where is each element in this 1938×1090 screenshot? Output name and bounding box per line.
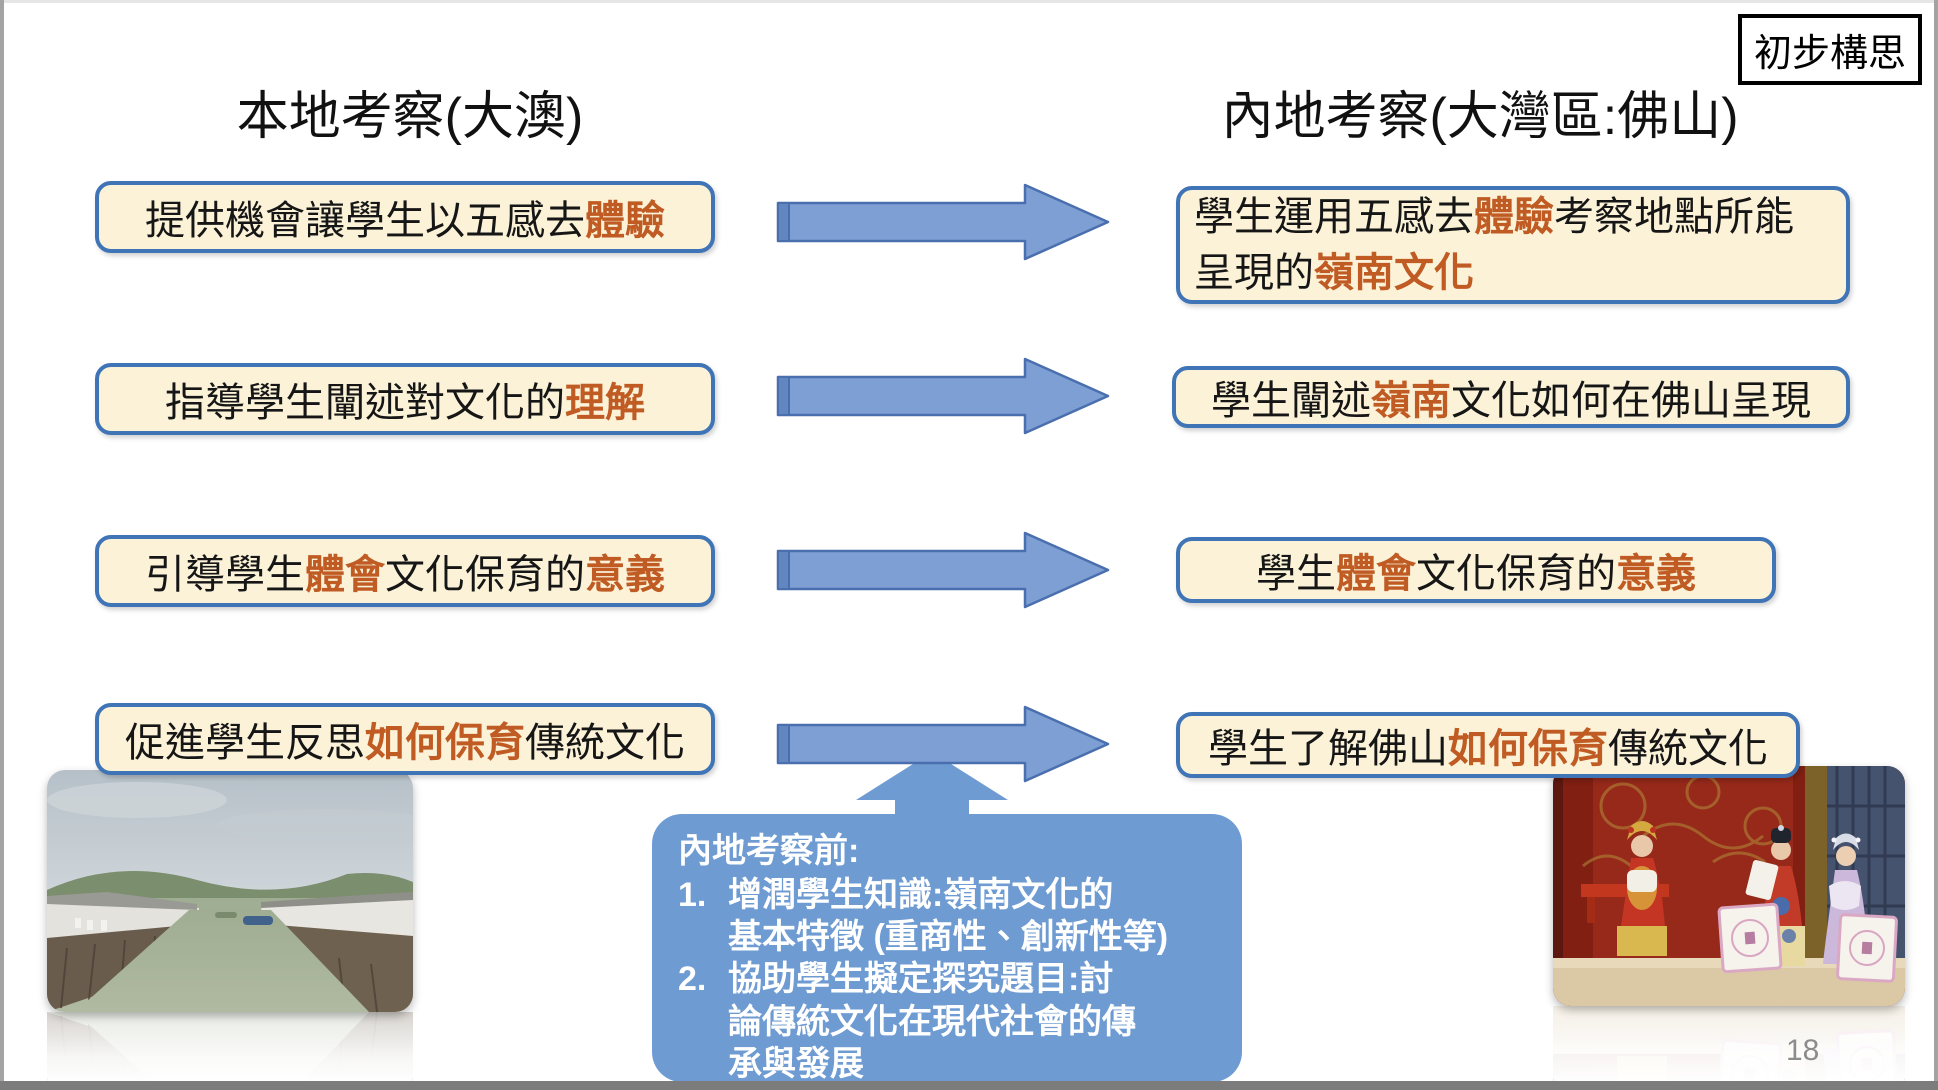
text-segment: 學生闡述 xyxy=(1211,378,1371,423)
text-segment: 呈現的 xyxy=(1194,250,1314,295)
callout-item: 2. 協助學生擬定探究題目:討 論傳統文化在現代社會的傳 承與發展 xyxy=(678,958,1216,1082)
left-objective-box-3: 引導學生體會文化保育的意義 xyxy=(95,535,715,607)
text-segment: 傳統文化 xyxy=(525,720,685,765)
highlighted-text: 體驗 xyxy=(585,198,665,243)
tai-o-scene xyxy=(47,770,413,1012)
text-segment: 文化保育的 xyxy=(385,552,585,597)
text-segment: 學生了解佛山 xyxy=(1208,726,1448,771)
slide-frame-bottom xyxy=(0,1081,1938,1090)
cantonese-opera-photo xyxy=(1553,766,1905,1006)
highlighted-text: 嶺南 xyxy=(1371,378,1451,423)
right-outcome-box-4: 學生了解佛山如何保育傳統文化 xyxy=(1176,712,1800,778)
flow-arrow-4 xyxy=(776,705,1110,783)
text-segment: 文化如何在佛山呈現 xyxy=(1451,378,1811,423)
slide-frame-right xyxy=(1934,0,1938,1090)
opera-photo-reflection xyxy=(1553,1006,1905,1082)
tai-o-scene xyxy=(47,1012,413,1082)
highlighted-text: 體驗 xyxy=(1474,194,1554,239)
highlighted-text: 體會 xyxy=(1336,551,1416,596)
page-number: 18 xyxy=(1786,1034,1820,1067)
right-outcome-box-3: 學生體會文化保育的意義 xyxy=(1176,537,1776,603)
flow-arrow-2 xyxy=(776,357,1110,435)
left-objective-box-1: 提供機會讓學生以五感去體驗 xyxy=(95,181,715,253)
opera-scene xyxy=(1553,766,1905,1006)
callout-item-number: 1. xyxy=(678,876,707,915)
text-segment: 學生運用五感去 xyxy=(1194,194,1474,239)
callout-item-number: 2. xyxy=(678,960,707,999)
text-segment: 學生 xyxy=(1256,551,1336,596)
text-segment: 考察地點所能 xyxy=(1554,194,1794,239)
flow-arrow-3 xyxy=(776,531,1110,609)
callout-title: 內地考察前: xyxy=(678,832,860,870)
text-segment: 引導學生 xyxy=(145,552,305,597)
right-outcome-box-1: 學生運用五感去體驗考察地點所能呈現的嶺南文化 xyxy=(1176,186,1850,304)
slide-frame-top xyxy=(0,0,1938,3)
pre-trip-callout: 內地考察前: 1. 增潤學生知識:嶺南文化的 基本特徵 (重商性、創新性等) 2. 協… xyxy=(652,814,1242,1082)
highlighted-text: 體會 xyxy=(305,552,385,597)
opera-scene xyxy=(1553,1006,1905,1082)
left-objective-box-2: 指導學生闡述對文化的理解 xyxy=(95,363,715,435)
left-objective-box-4: 促進學生反思如何保育傳統文化 xyxy=(95,703,715,775)
text-segment: 提供機會讓學生以五感去 xyxy=(145,198,585,243)
left-column-title: 本地考察(大澳) xyxy=(236,88,584,146)
up-arrow xyxy=(856,752,1008,818)
tai-o-photo-reflection xyxy=(47,1012,413,1082)
highlighted-text: 如何保育 xyxy=(1448,726,1608,771)
callout-item-text: 協助學生擬定探究題目:討 論傳統文化在現代社會的傳 承與發展 xyxy=(728,960,1136,1082)
slide-frame-left xyxy=(0,0,4,1090)
right-outcome-box-2: 學生闡述嶺南文化如何在佛山呈現 xyxy=(1172,366,1850,428)
flow-arrow-1 xyxy=(776,183,1110,261)
highlighted-text: 意義 xyxy=(1616,551,1696,596)
highlighted-text: 理解 xyxy=(565,380,645,425)
highlighted-text: 如何保育 xyxy=(365,720,525,765)
text-segment: 傳統文化 xyxy=(1608,726,1768,771)
callout-list: 1. 增潤學生知識:嶺南文化的 基本特徵 (重商性、創新性等) 2. 協助學生擬定探究… xyxy=(678,874,1216,1082)
highlighted-text: 意義 xyxy=(585,552,665,597)
text-segment: 促進學生反思 xyxy=(125,720,365,765)
callout-item-text: 增潤學生知識:嶺南文化的 基本特徵 (重商性、創新性等) xyxy=(728,876,1169,957)
tai-o-photo xyxy=(47,770,413,1012)
concept-stage-badge: 初步構思 xyxy=(1738,14,1923,85)
text-segment: 文化保育的 xyxy=(1416,551,1616,596)
highlighted-text: 嶺南文化 xyxy=(1314,250,1474,295)
right-column-title: 內地考察(大灣區:佛山) xyxy=(1221,88,1739,146)
text-segment: 指導學生闡述對文化的 xyxy=(165,380,565,425)
callout-item: 1. 增潤學生知識:嶺南文化的 基本特徵 (重商性、創新性等) xyxy=(678,874,1216,958)
